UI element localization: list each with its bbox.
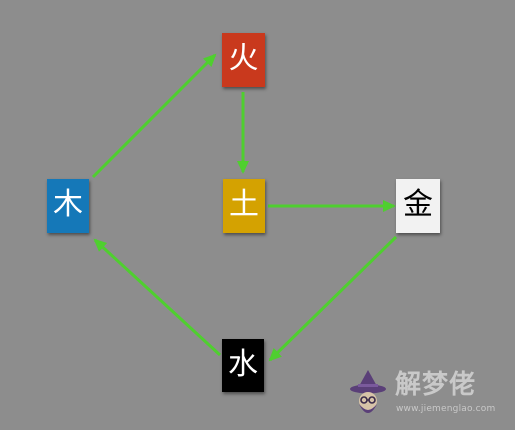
node-wood-label: 木 [53,187,83,222]
node-earth: 土 [223,179,265,233]
watermark-title: 解梦佬 [395,370,477,400]
node-fire: 火 [222,33,265,87]
arrow-wood-to-fire [91,53,217,179]
node-water: 水 [222,339,264,392]
watermark-url: www.jiemenglao.com [396,404,496,414]
node-earth-label: 土 [229,187,259,222]
node-metal-label: 金 [403,187,433,222]
node-water-label: 水 [228,346,258,382]
arrow-water-to-wood [93,238,222,357]
node-wood: 木 [47,179,89,233]
arrow-metal-to-water [268,235,398,362]
node-metal: 金 [396,179,440,233]
watermark: 解梦佬 www.jiemenglao.com [344,368,514,428]
node-fire-label: 火 [228,41,259,76]
wizard-hat-logo-icon [350,370,386,413]
